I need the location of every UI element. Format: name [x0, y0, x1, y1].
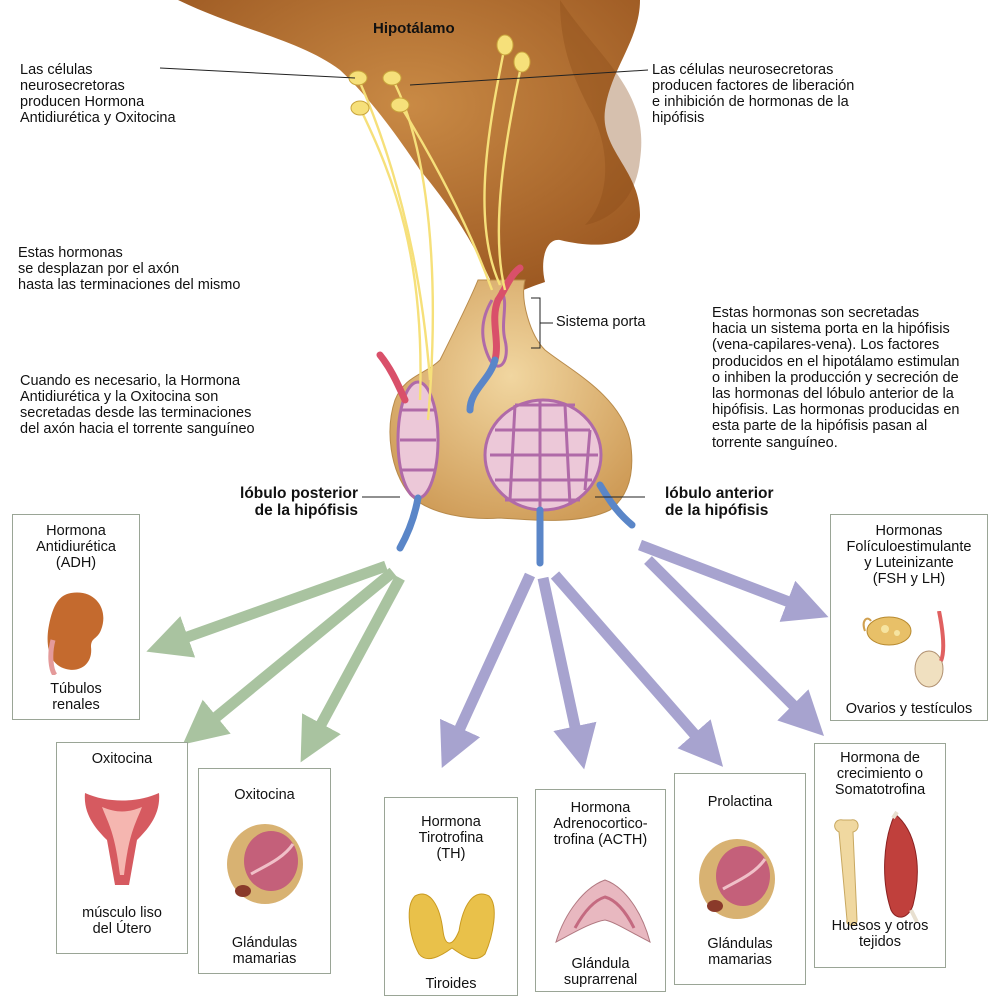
box-target: Túbulos renales	[13, 681, 139, 713]
right-mid-note: Estas hormonas son secretadas hacia un s…	[712, 305, 959, 451]
box-title: Hormona Tirotrofina (TH)	[385, 814, 517, 862]
posterior-lobe-arrows	[165, 566, 400, 745]
left-top-note: Las células neurosecretoras producen Hor…	[20, 62, 176, 126]
right-top-note: Las células neurosecretoras producen fac…	[652, 62, 854, 126]
anterior-lobe-label: lóbulo anterior de la hipófisis	[665, 485, 774, 519]
posterior-lobe-label: lóbulo posterior de la hipófisis	[208, 485, 358, 519]
hypothalamus-label: Hipotálamo	[373, 21, 455, 37]
mammary-gland-icon	[695, 834, 779, 924]
uterus-icon	[77, 785, 167, 895]
box-adh: Hormona Antidiurética (ADH) Túbulos rena…	[12, 514, 140, 720]
left-mid-note: Estas hormonas se desplazan por el axón …	[18, 245, 240, 293]
box-target: Glándulas mamarias	[675, 936, 805, 968]
kidney-icon	[41, 585, 111, 675]
box-title: Prolactina	[675, 794, 805, 810]
box-target: Ovarios y testículos	[831, 701, 987, 717]
box-title: Hormona Antidiurética (ADH)	[13, 523, 139, 571]
portal-system-label: Sistema porta	[556, 314, 645, 330]
box-acth: Hormona Adrenocortico- trofina (ACTH) Gl…	[535, 789, 666, 992]
box-th: Hormona Tirotrofina (TH) Tiroides	[384, 797, 518, 996]
box-target: músculo liso del Útero	[57, 905, 187, 937]
box-title: Hormona Adrenocortico- trofina (ACTH)	[536, 800, 665, 848]
left-low-note: Cuando es necesario, la Hormona Antidiur…	[20, 373, 255, 437]
box-fsh-lh: Hormonas Folículoestimulante y Luteiniza…	[830, 514, 988, 721]
box-title: Oxitocina	[199, 787, 330, 803]
box-target: Glándulas mamarias	[199, 935, 330, 967]
adrenal-gland-icon	[550, 872, 654, 952]
box-title: Hormona de crecimiento o Somatotrofina	[815, 750, 945, 798]
box-oxitocina-utero: Oxitocina músculo liso del Útero	[56, 742, 188, 954]
box-somatotrofina: Hormona de crecimiento o Somatotrofina H…	[814, 743, 946, 968]
box-title: Hormonas Folículoestimulante y Luteiniza…	[831, 523, 987, 587]
box-prolactina: Prolactina Glándulas mamarias	[674, 773, 806, 985]
box-oxitocina-mama: Oxitocina Glándulas mamarias	[198, 768, 331, 974]
mammary-gland-icon	[223, 819, 307, 909]
ovary-testis-icon	[861, 611, 961, 691]
box-target: Glándula suprarrenal	[536, 956, 665, 988]
box-target: Tiroides	[385, 976, 517, 992]
thyroid-icon	[405, 886, 499, 966]
anterior-lobe-arrows	[450, 545, 810, 752]
box-title: Oxitocina	[57, 751, 187, 767]
bone-muscle-icon	[825, 810, 937, 930]
box-target: Huesos y otros tejidos	[815, 918, 945, 950]
